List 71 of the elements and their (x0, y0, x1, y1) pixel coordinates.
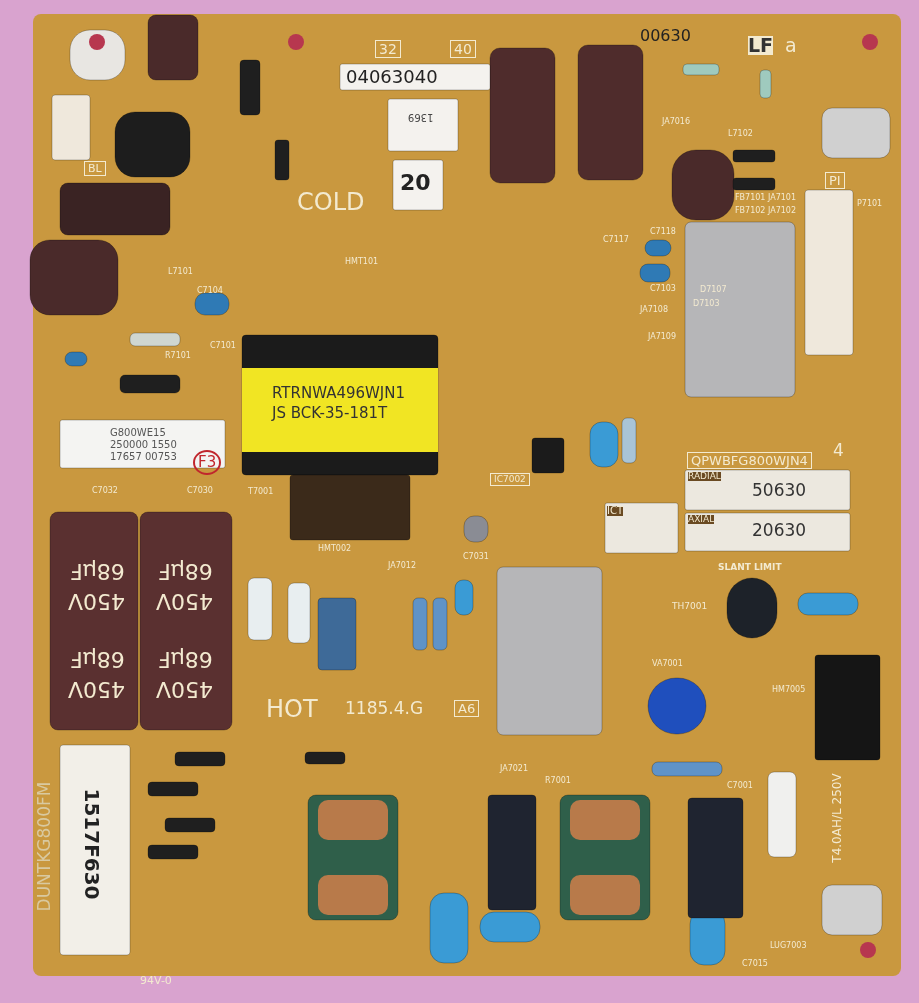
component-designator: HMT101 (345, 258, 379, 266)
component-designator: C7001 (727, 782, 753, 790)
component-designator: HM7005 (772, 686, 806, 694)
board-marking: IC7002 (490, 473, 530, 486)
capacitor-rating: 68µF (70, 560, 125, 582)
component-designator: L7101 (168, 268, 193, 276)
part-number: JS BCK-35-181T (272, 406, 388, 421)
component-designator: C7101 (210, 342, 236, 350)
board-marking: ICT (607, 506, 624, 516)
board-marking: 50630 (752, 482, 807, 499)
board-marking: 32 (375, 40, 401, 58)
component-designator: FB7101 JA7101 (735, 194, 797, 202)
component-designator: C7104 (197, 287, 223, 295)
board-marking: F3 (193, 450, 222, 475)
component-designator: JA7109 (648, 333, 677, 341)
component-designator: L7102 (728, 130, 753, 138)
board-marking: DUNTKG800FM (36, 781, 54, 912)
component-designator: T7001 (248, 488, 274, 496)
capacitor-rating: 450V (68, 590, 126, 612)
board-marking: G800WE15 (110, 428, 166, 438)
board-marking: A6 (454, 700, 480, 717)
component-designator: D7103 (693, 300, 720, 308)
component-designator: FB7102 JA7102 (735, 207, 797, 215)
component-designator: C7118 (650, 228, 676, 236)
component-designator: VA7001 (652, 660, 683, 668)
board-marking: 04063040 (346, 68, 438, 86)
capacitor-rating: 68µF (158, 560, 213, 582)
board-marking: 94V-0 (140, 975, 172, 986)
component-designator: LUG7003 (770, 942, 807, 950)
board-marking: 250000 1550 (110, 440, 177, 450)
board-marking: a (785, 36, 797, 55)
component-designator: C7032 (92, 487, 118, 495)
board-marking: TH7001 (672, 602, 708, 611)
board-marking: SLANT LIMIT (718, 563, 782, 572)
board-marking: QPWBFG800WJN4 (687, 452, 812, 469)
capacitor-rating: 450V (156, 590, 214, 612)
component-designator: C7015 (742, 960, 768, 968)
board-marking: 20630 (752, 522, 807, 539)
board-marking: 1517F630 (81, 788, 102, 900)
capacitor-rating: 450V (156, 678, 214, 700)
capacitor-rating: 68µF (70, 648, 125, 670)
board-marking: BL (84, 161, 106, 176)
fuse-rating: T4.0AH/L 250V (830, 773, 843, 863)
board-marking: COLD (297, 190, 365, 214)
component-designator: R7001 (545, 777, 571, 785)
component-designator: JA7108 (640, 306, 669, 314)
capacitor-rating: 450V (68, 678, 126, 700)
component-designator: R7101 (165, 352, 191, 360)
board-marking: 1369 (408, 112, 434, 122)
board-marking: 17657 00753 (110, 452, 177, 462)
board-marking: PI (825, 172, 845, 189)
component-designator: C7030 (187, 487, 213, 495)
board-marking: 00630 (640, 28, 691, 44)
capacitor-rating: 68µF (158, 648, 213, 670)
component-designator: C7031 (463, 553, 489, 561)
part-number: RTRNWA496WJN1 (272, 386, 406, 401)
component-designator: HMT002 (318, 545, 352, 553)
board-marking: RADIAL (688, 472, 721, 481)
board-marking: 4 (833, 442, 844, 459)
board-marking: 20 (400, 172, 431, 194)
board-marking: 40 (450, 40, 476, 58)
component-designator: D7107 (700, 286, 727, 294)
component-designator: JA7012 (388, 562, 417, 570)
component-designator: P7101 (857, 200, 883, 208)
board-marking: 1185.4.G (345, 700, 424, 717)
component-designator: C7103 (650, 285, 676, 293)
component-designator: JA7016 (662, 118, 691, 126)
board-marking: HOT (266, 697, 318, 721)
component-designator: C7117 (603, 236, 629, 244)
component-designator: JA7021 (500, 765, 529, 773)
board-marking: LF (748, 36, 774, 55)
